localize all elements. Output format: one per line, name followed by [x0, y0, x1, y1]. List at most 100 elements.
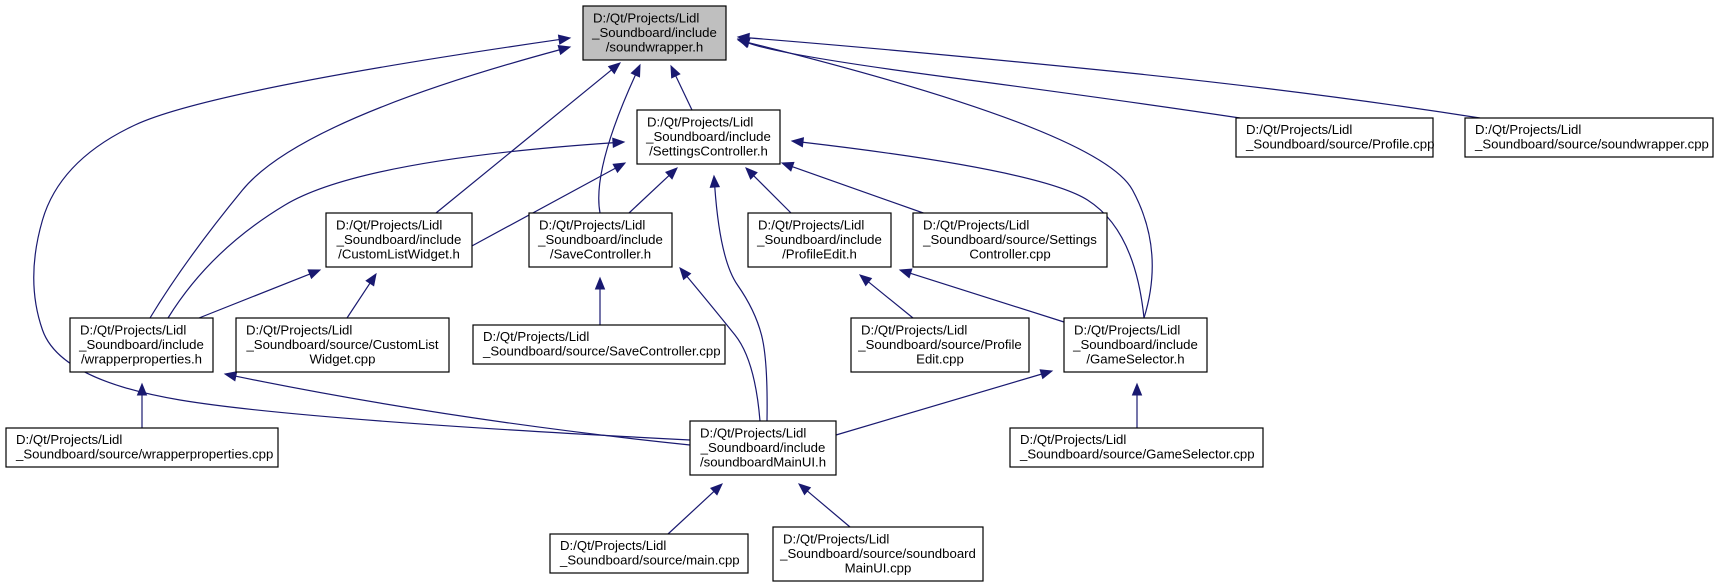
edge-soundboardmainui_h-to-wrapperproperties_h [223, 371, 691, 446]
node-gameselector-cpp[interactable]: D:/Qt/Projects/Lidl_Soundboard/source/Ga… [1009, 427, 1264, 468]
edge-line [675, 75, 693, 111]
node-label-line: MainUI.cpp [845, 560, 912, 575]
node-customlistwidget-h[interactable]: D:/Qt/Projects/Lidl_Soundboard/include/C… [325, 212, 473, 268]
node-box [747, 212, 892, 268]
node-box [528, 212, 673, 268]
node-box [472, 324, 726, 365]
node-soundwrapper-h: D:/Qt/Projects/Lidl_Soundboard/include/s… [582, 5, 727, 61]
node-label-line: _Soundboard/source/Profile [857, 337, 1022, 352]
edge-arrowhead [858, 274, 873, 287]
node-label-line: _Soundboard/source/GameSelector.cpp [1019, 447, 1255, 462]
node-settingscontroller-h[interactable]: D:/Qt/Projects/Lidl_Soundboard/include/S… [636, 109, 781, 165]
node-label-line: /wrapperproperties.h [81, 351, 202, 366]
edge-arrowhead [709, 483, 723, 496]
edge-wrapperproperties_h-to-settingscontroller_h [167, 137, 626, 319]
edge-profile_cpp-to-soundwrapper_h [736, 38, 1241, 119]
node-box [689, 420, 837, 476]
node-soundboardmainui-h[interactable]: D:/Qt/Projects/Lidl_Soundboard/include/s… [689, 420, 837, 476]
node-soundboardmainui-cpp[interactable]: D:/Qt/Projects/Lidl_Soundboard/source/so… [772, 526, 984, 582]
node-savecontroller-h[interactable]: D:/Qt/Projects/Lidl_Soundboard/include/S… [528, 212, 673, 268]
node-box [235, 317, 450, 373]
edge-arrowhead [670, 64, 681, 79]
node-label-line: _Soundboard/include [1072, 337, 1198, 352]
edge-arrowhead [736, 37, 751, 48]
edge-soundboardmainui_h-to-savecontroller_h [679, 266, 761, 422]
edge-arrowhead [797, 483, 812, 496]
edge-arrowhead [1131, 382, 1143, 396]
node-profile-cpp[interactable]: D:/Qt/Projects/Lidl_Soundboard/source/Pr… [1235, 117, 1434, 158]
edge-savecontroller_h-to-soundwrapper_h [598, 63, 641, 214]
edge-arrowhead [679, 266, 692, 281]
edge-arrowhead [594, 276, 606, 290]
node-wrapperproperties-h[interactable]: D:/Qt/Projects/Lidl_Soundboard/include/w… [69, 317, 214, 373]
edge-line [792, 166, 930, 216]
node-gameselector-h[interactable]: D:/Qt/Projects/Lidl_Soundboard/include/G… [1063, 317, 1208, 373]
edge-line [346, 282, 371, 319]
node-box [1235, 117, 1434, 158]
node-label-line: D:/Qt/Projects/Lidl [923, 217, 1029, 232]
node-box [636, 109, 781, 165]
node-label-line: /GameSelector.h [1086, 351, 1184, 366]
node-box [5, 427, 279, 468]
edge-line [802, 141, 1145, 319]
node-label-line: D:/Qt/Projects/Lidl [80, 322, 186, 337]
edge-arrowhead [607, 62, 622, 75]
edge-arrowhead [136, 382, 148, 396]
node-label-line: _Soundboard/include [645, 129, 771, 144]
node-box [325, 212, 473, 268]
edge-arrowhead [307, 269, 322, 280]
edge-customlistwidget_cpp-to-customlistwidget_h [346, 272, 377, 319]
node-label-line: /CustomListWidget.h [338, 246, 460, 261]
edge-profileedit_h-to-settingscontroller_h [745, 167, 792, 214]
edge-arrowhead [709, 174, 721, 188]
edge-customlistwidget_h-to-settingscontroller_h [469, 162, 627, 248]
node-profileedit-cpp[interactable]: D:/Qt/Projects/Lidl_Soundboard/source/Pr… [850, 317, 1030, 373]
node-label-line: _Soundboard/source/CustomList [245, 337, 438, 352]
node-profileedit-h[interactable]: D:/Qt/Projects/Lidl_Soundboard/include/P… [747, 212, 892, 268]
node-savecontroller-cpp[interactable]: D:/Qt/Projects/Lidl_Soundboard/source/Sa… [472, 324, 726, 365]
edge-line [910, 272, 1065, 323]
node-label-line: Controller.cpp [969, 246, 1050, 261]
node-box [1464, 117, 1714, 158]
edge-arrowhead [665, 167, 678, 180]
edge-arrowhead [612, 137, 626, 149]
edge-line [469, 167, 616, 248]
edge-arrowhead [1039, 369, 1054, 380]
edge-line [198, 273, 310, 319]
node-box [582, 5, 727, 61]
node-label-line: _Soundboard/include [537, 232, 663, 247]
edge-gameselector_h-to-soundwrapper_h [736, 37, 1153, 319]
node-label-line: D:/Qt/Projects/Lidl [1020, 432, 1126, 447]
edge-line [167, 142, 614, 319]
edge-soundboardmainui_h-to-settingscontroller_h [709, 174, 768, 422]
edge-wrapperproperties_h-to-customlistwidget_h [198, 269, 322, 319]
node-label-line: _Soundboard/source/soundboard [779, 546, 976, 561]
edge-savecontroller_h-to-settingscontroller_h [628, 167, 678, 214]
nodes-layer: D:/Qt/Projects/Lidl_Soundboard/include/s… [5, 5, 1714, 582]
edge-profileedit_cpp-to-profileedit_h [858, 274, 914, 319]
node-label-line: _Soundboard/include [700, 440, 826, 455]
edge-line [753, 175, 792, 214]
node-soundwrapper-cpp[interactable]: D:/Qt/Projects/Lidl_Soundboard/source/so… [1464, 117, 1714, 158]
node-main-cpp[interactable]: D:/Qt/Projects/Lidl_Soundboard/source/ma… [549, 533, 749, 574]
node-label-line: /SettingsController.h [649, 143, 768, 158]
node-customlistwidget-cpp[interactable]: D:/Qt/Projects/Lidl_Soundboard/source/Cu… [235, 317, 450, 373]
edge-arrowhead [612, 162, 627, 174]
edge-line [748, 42, 1241, 119]
edge-line [868, 281, 914, 319]
edge-arrowhead [790, 137, 805, 148]
node-label-line: Widget.cpp [310, 351, 376, 366]
node-settingscontroller-cpp[interactable]: D:/Qt/Projects/Lidl_Soundboard/source/Se… [912, 212, 1108, 268]
node-label-line: D:/Qt/Projects/Lidl [16, 432, 122, 447]
edge-soundwrapper_cpp-to-soundwrapper_h [736, 32, 1481, 119]
edge-customlistwidget_h-to-soundwrapper_h [435, 62, 622, 214]
node-box [772, 526, 984, 582]
edge-line [714, 186, 768, 422]
node-label-line: D:/Qt/Projects/Lidl [700, 425, 806, 440]
node-label-line: /ProfileEdit.h [782, 246, 857, 261]
edge-line [686, 276, 761, 422]
node-label-line: _Soundboard/source/wrapperproperties.cpp [15, 447, 273, 462]
node-label-line: D:/Qt/Projects/Lidl [539, 217, 645, 232]
edge-gameselector_h-to-profileedit_h [898, 268, 1065, 323]
node-wrapperproperties-cpp[interactable]: D:/Qt/Projects/Lidl_Soundboard/source/wr… [5, 427, 279, 468]
